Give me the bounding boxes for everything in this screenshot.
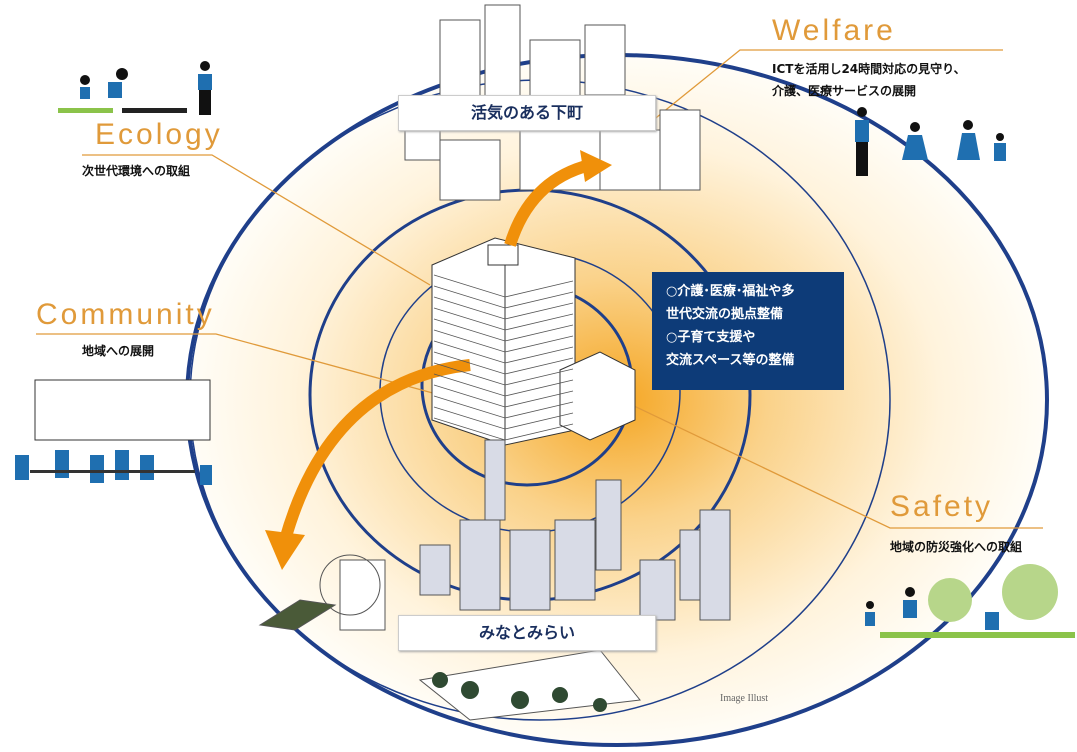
info-line: ○介護･医療･福祉や多 — [666, 284, 795, 299]
welfare-desc-line: 介護、医療サービスの展開 — [772, 84, 917, 98]
building-floor-line — [433, 307, 574, 331]
safety-people-icon — [865, 564, 1075, 638]
building-floor-line — [433, 296, 574, 320]
info-line: 世代交流の拠点整備 — [666, 307, 784, 322]
central-building — [431, 237, 636, 446]
arrow-down-icon — [279, 359, 471, 542]
building-floor-line — [433, 406, 574, 430]
info-line: 交流スペース等の整備 — [666, 353, 795, 368]
building-floor-line — [433, 362, 574, 386]
welfare-desc: ICTを活用し24時間対応の見守り、 介護、医療サービスの展開 — [772, 58, 966, 102]
bottom-city-illustration — [258, 439, 731, 721]
welfare-desc-line: ICTを活用し24時間対応の見守り、 — [772, 62, 966, 76]
welfare-people-icon — [855, 107, 1006, 176]
place-label-bottom: みなとみらい — [398, 615, 656, 651]
safety-title: Safety — [890, 490, 994, 523]
building-floor-line — [433, 384, 574, 408]
building-floor-line — [433, 395, 574, 419]
building-floor-line — [433, 285, 574, 309]
building-floor-line — [433, 318, 574, 342]
community-desc: 地域への展開 — [82, 344, 155, 358]
ecology-leader — [82, 154, 431, 286]
safety-desc: 地域の防災強化への取組 — [890, 540, 1023, 554]
building-floor-line — [433, 340, 574, 364]
community-leader — [36, 333, 441, 396]
community-title: Community — [36, 298, 215, 331]
center-info-box: ○介護･医療･福祉や多 世代交流の拠点整備 ○子育て支援や 交流スペース等の整備 — [652, 272, 844, 390]
building-floor-line — [433, 329, 574, 353]
ecology-people-icon — [58, 61, 212, 115]
place-label-top: 活気のある下町 — [398, 95, 656, 131]
image-credit: Image Illust — [720, 693, 769, 704]
building-floor-line — [433, 373, 574, 397]
welfare-title: Welfare — [772, 14, 896, 47]
ecology-desc: 次世代環境への取組 — [82, 164, 191, 178]
community-people-icon — [15, 379, 212, 485]
ecology-title: Ecology — [95, 118, 223, 151]
arrow-up-icon — [504, 159, 592, 247]
building-floor-line — [433, 351, 574, 375]
building-floor-line — [433, 274, 574, 298]
safety-leader — [589, 384, 1043, 529]
building-floor-line — [433, 417, 574, 441]
info-line: ○子育て支援や — [666, 330, 756, 345]
